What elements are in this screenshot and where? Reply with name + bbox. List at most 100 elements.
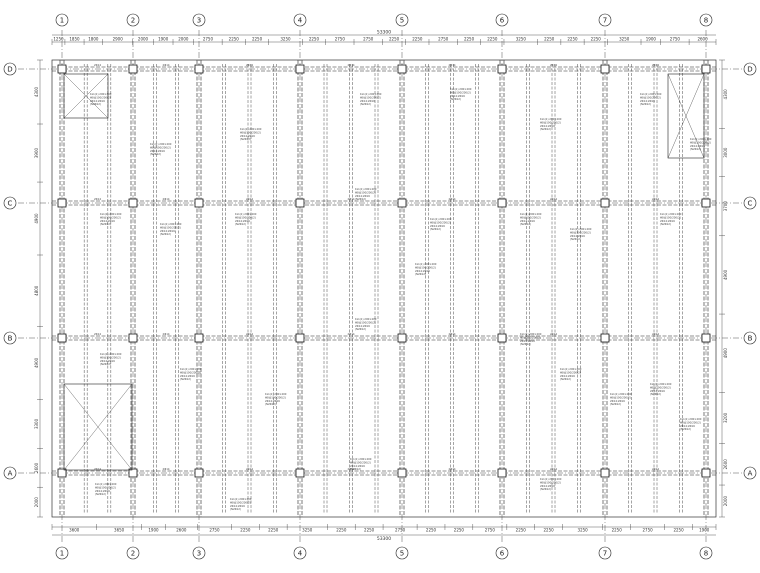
beam-annotation-line: Φ8@100/200(2) <box>150 145 171 149</box>
beam-annotation-line: Φ8@100/200(2) <box>610 395 631 399</box>
beam-annotation-line: (N2Φ12) <box>430 227 441 231</box>
beam-annotation-line: Φ8@100/200(2) <box>430 220 451 224</box>
column <box>128 64 138 74</box>
axis-number: 8 <box>704 17 708 25</box>
total-dimension: 53300 <box>377 536 391 542</box>
column <box>600 333 610 343</box>
beam-annotation-line: KL1(1) 200×400 <box>540 117 562 121</box>
axis-bubble <box>743 62 757 76</box>
beam-annotation-line: 2Φ14;2Φ16 <box>95 489 110 493</box>
beam-annotation-line: KL1(1) 200×400 <box>90 92 112 96</box>
axis-number: 3 <box>197 17 201 25</box>
beam-annotation-line: 2Φ14;2Φ16 <box>180 374 195 378</box>
beam-annotation-line: KL1(1) 200×400 <box>100 212 122 216</box>
total-dimension: 53300 <box>377 30 391 36</box>
beam-annotation-line: 2Φ14;2Φ16 <box>520 219 535 223</box>
beam-annotation-line: KL1(1) 200×400 <box>240 127 262 131</box>
axis-bubble <box>699 13 713 27</box>
beam-annotation-line: (N2Φ12) <box>180 377 191 381</box>
dimension-value: 3250 <box>516 37 527 42</box>
dimension-value: 2250 <box>612 528 623 533</box>
column <box>397 198 407 208</box>
beam-annotation-line: KL1(1) 200×400 <box>680 417 702 421</box>
beam-annotation-line: (N2Φ12) <box>90 102 101 106</box>
dimension-value: 2000 <box>138 37 149 42</box>
beam-annotation-line: Φ8@100/200(2) <box>95 485 116 489</box>
axis-bubble <box>395 13 409 27</box>
dimension-value: 1800 <box>88 37 99 42</box>
beam-annotation-line: KL1(1) 200×400 <box>355 317 377 321</box>
axis-bubble <box>192 13 206 27</box>
beam-annotation-line: 2Φ14;2Φ16 <box>640 99 655 103</box>
beam-annotation-line: Φ8@100/200(2) <box>560 370 581 374</box>
beam-annotation-line: Φ8@100/200(2) <box>570 230 591 234</box>
axis-bubble <box>3 331 17 345</box>
beam-annotation-line: (N2Φ12) <box>100 362 111 366</box>
beam-annotation-line: (N2Φ12) <box>150 152 161 156</box>
dimension-value: 2750 <box>203 37 214 42</box>
beam-tag: 2Φ14 <box>652 63 659 67</box>
axis-bubble <box>293 13 307 27</box>
column <box>600 64 610 74</box>
beam-tag: 2Φ14 <box>348 467 355 471</box>
column <box>57 198 67 208</box>
axis-letter: D <box>7 66 12 74</box>
beam-annotation-line: (N2Φ12) <box>240 137 251 141</box>
beam-annotation-line: KL1(1) 200×400 <box>100 352 122 356</box>
beam-annotation-line: Φ8@100/200(2) <box>355 190 376 194</box>
column <box>57 468 67 478</box>
beam-annotation-line: (N2Φ12) <box>650 392 661 396</box>
axis-number: 6 <box>500 17 505 25</box>
opening-diagonal <box>667 73 705 159</box>
beam-annotation-line: KL1(1) 200×400 <box>360 92 382 96</box>
beam-annotation-line: (N2Φ12) <box>540 127 551 131</box>
dimension-value: 2000 <box>34 497 39 508</box>
beam-tag: 2Φ14 <box>550 197 557 201</box>
axis-bubble <box>598 546 612 560</box>
column <box>295 198 305 208</box>
beam-annotation-line: Φ8@100/200(2) <box>690 140 711 144</box>
column <box>497 64 507 74</box>
axis-letter: C <box>748 200 753 208</box>
axis-bubble <box>192 546 206 560</box>
axis-bubble <box>743 196 757 210</box>
axis-number: 2 <box>131 550 135 558</box>
opening-diagonal <box>63 383 133 471</box>
dimension-value: 1900 <box>158 37 169 42</box>
beam-annotation-line: Φ8@100/200(2) <box>640 95 661 99</box>
column <box>128 198 138 208</box>
column <box>497 198 507 208</box>
beam-annotation-line: 2Φ14;2Φ16 <box>610 399 625 403</box>
beam-annotation-line: KL1(1) 200×400 <box>650 382 672 386</box>
dimension-value: 2750 <box>670 37 681 42</box>
axis-letter: A <box>8 470 13 478</box>
dimension-value: 2250 <box>336 528 347 533</box>
column <box>497 468 507 478</box>
dimension-value: 3250 <box>280 37 291 42</box>
beam-annotation-line: Φ8@100/200(2) <box>100 355 121 359</box>
axis-number: 1 <box>60 17 64 25</box>
beam-annotation-line: KL1(1) 200×400 <box>540 477 562 481</box>
beam-tag: 2Φ14 <box>246 63 253 67</box>
beam-annotation-line: 2Φ14;2Φ16 <box>450 94 465 98</box>
beam-annotation-line: KL1(1) 200×400 <box>235 212 257 216</box>
beam-annotation-line: 2Φ14;2Φ16 <box>690 144 705 148</box>
beam-annotation-line: Φ8@100/200(2) <box>650 385 671 389</box>
beam-annotation-line: 2Φ14;2Φ16 <box>355 194 370 198</box>
beam-annotation-line: 2Φ14;2Φ16 <box>430 224 445 228</box>
dimension-value: 2600 <box>723 459 728 470</box>
axis-bubble <box>293 546 307 560</box>
beam-annotation-line: (N2Φ12) <box>570 237 581 241</box>
dimension-value: 1850 <box>69 37 80 42</box>
dimension-value: 3000 <box>723 147 728 158</box>
axis-number: 7 <box>603 550 607 558</box>
column <box>397 468 407 478</box>
column <box>701 468 711 478</box>
beam-annotation-line: (N2Φ12) <box>230 507 241 511</box>
dimension-value: 1900 <box>646 37 657 42</box>
beam-annotation-line: KL1(1) 200×400 <box>355 187 377 191</box>
axis-number: 8 <box>704 550 708 558</box>
dimension-value: 2250 <box>591 37 602 42</box>
opening-diagonal <box>63 73 109 119</box>
dimension-value: 3700 <box>723 201 728 212</box>
